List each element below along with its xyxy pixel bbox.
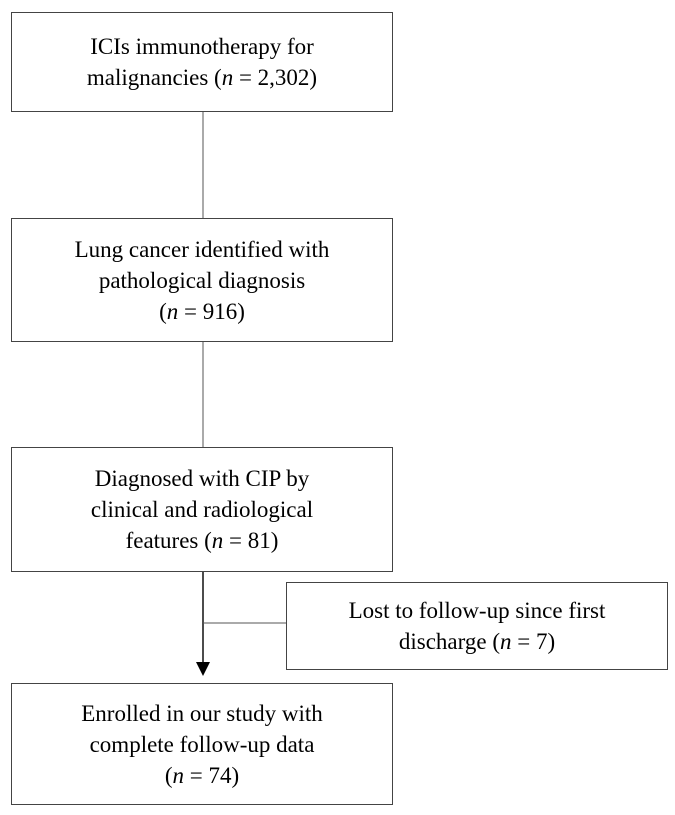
box-line: Enrolled in our study with bbox=[81, 700, 323, 726]
box-line: clinical and radiological bbox=[90, 497, 314, 522]
box-line: discharge (n = 7) bbox=[398, 629, 556, 654]
box-line: Diagnosed with CIP by bbox=[94, 466, 310, 491]
box-lung-cancer: Lung cancer identified with pathological… bbox=[11, 218, 393, 342]
box-line: (n = 74) bbox=[164, 762, 240, 788]
box-line: malignancies (n = 2,302) bbox=[86, 65, 318, 90]
box-enrolled: Enrolled in our study with complete foll… bbox=[11, 683, 393, 805]
box-line: Lost to follow-up since first bbox=[348, 598, 606, 623]
box-line: pathological diagnosis bbox=[98, 267, 306, 293]
box-line: features (n = 81) bbox=[125, 528, 279, 553]
box-line: complete follow-up data bbox=[89, 731, 315, 757]
box-line: Lung cancer identified with bbox=[74, 236, 330, 262]
arrowhead-icon bbox=[196, 662, 210, 676]
box-line: (n = 916) bbox=[159, 298, 245, 324]
box-cip-diagnosed: Diagnosed with CIP by clinical and radio… bbox=[11, 447, 393, 572]
box-lost-follow-up: Lost to follow-up since first discharge … bbox=[286, 582, 668, 670]
box-ici-immunotherapy: ICIs immunotherapy for malignancies (n =… bbox=[11, 12, 393, 112]
box-line: ICIs immunotherapy for bbox=[90, 34, 314, 59]
